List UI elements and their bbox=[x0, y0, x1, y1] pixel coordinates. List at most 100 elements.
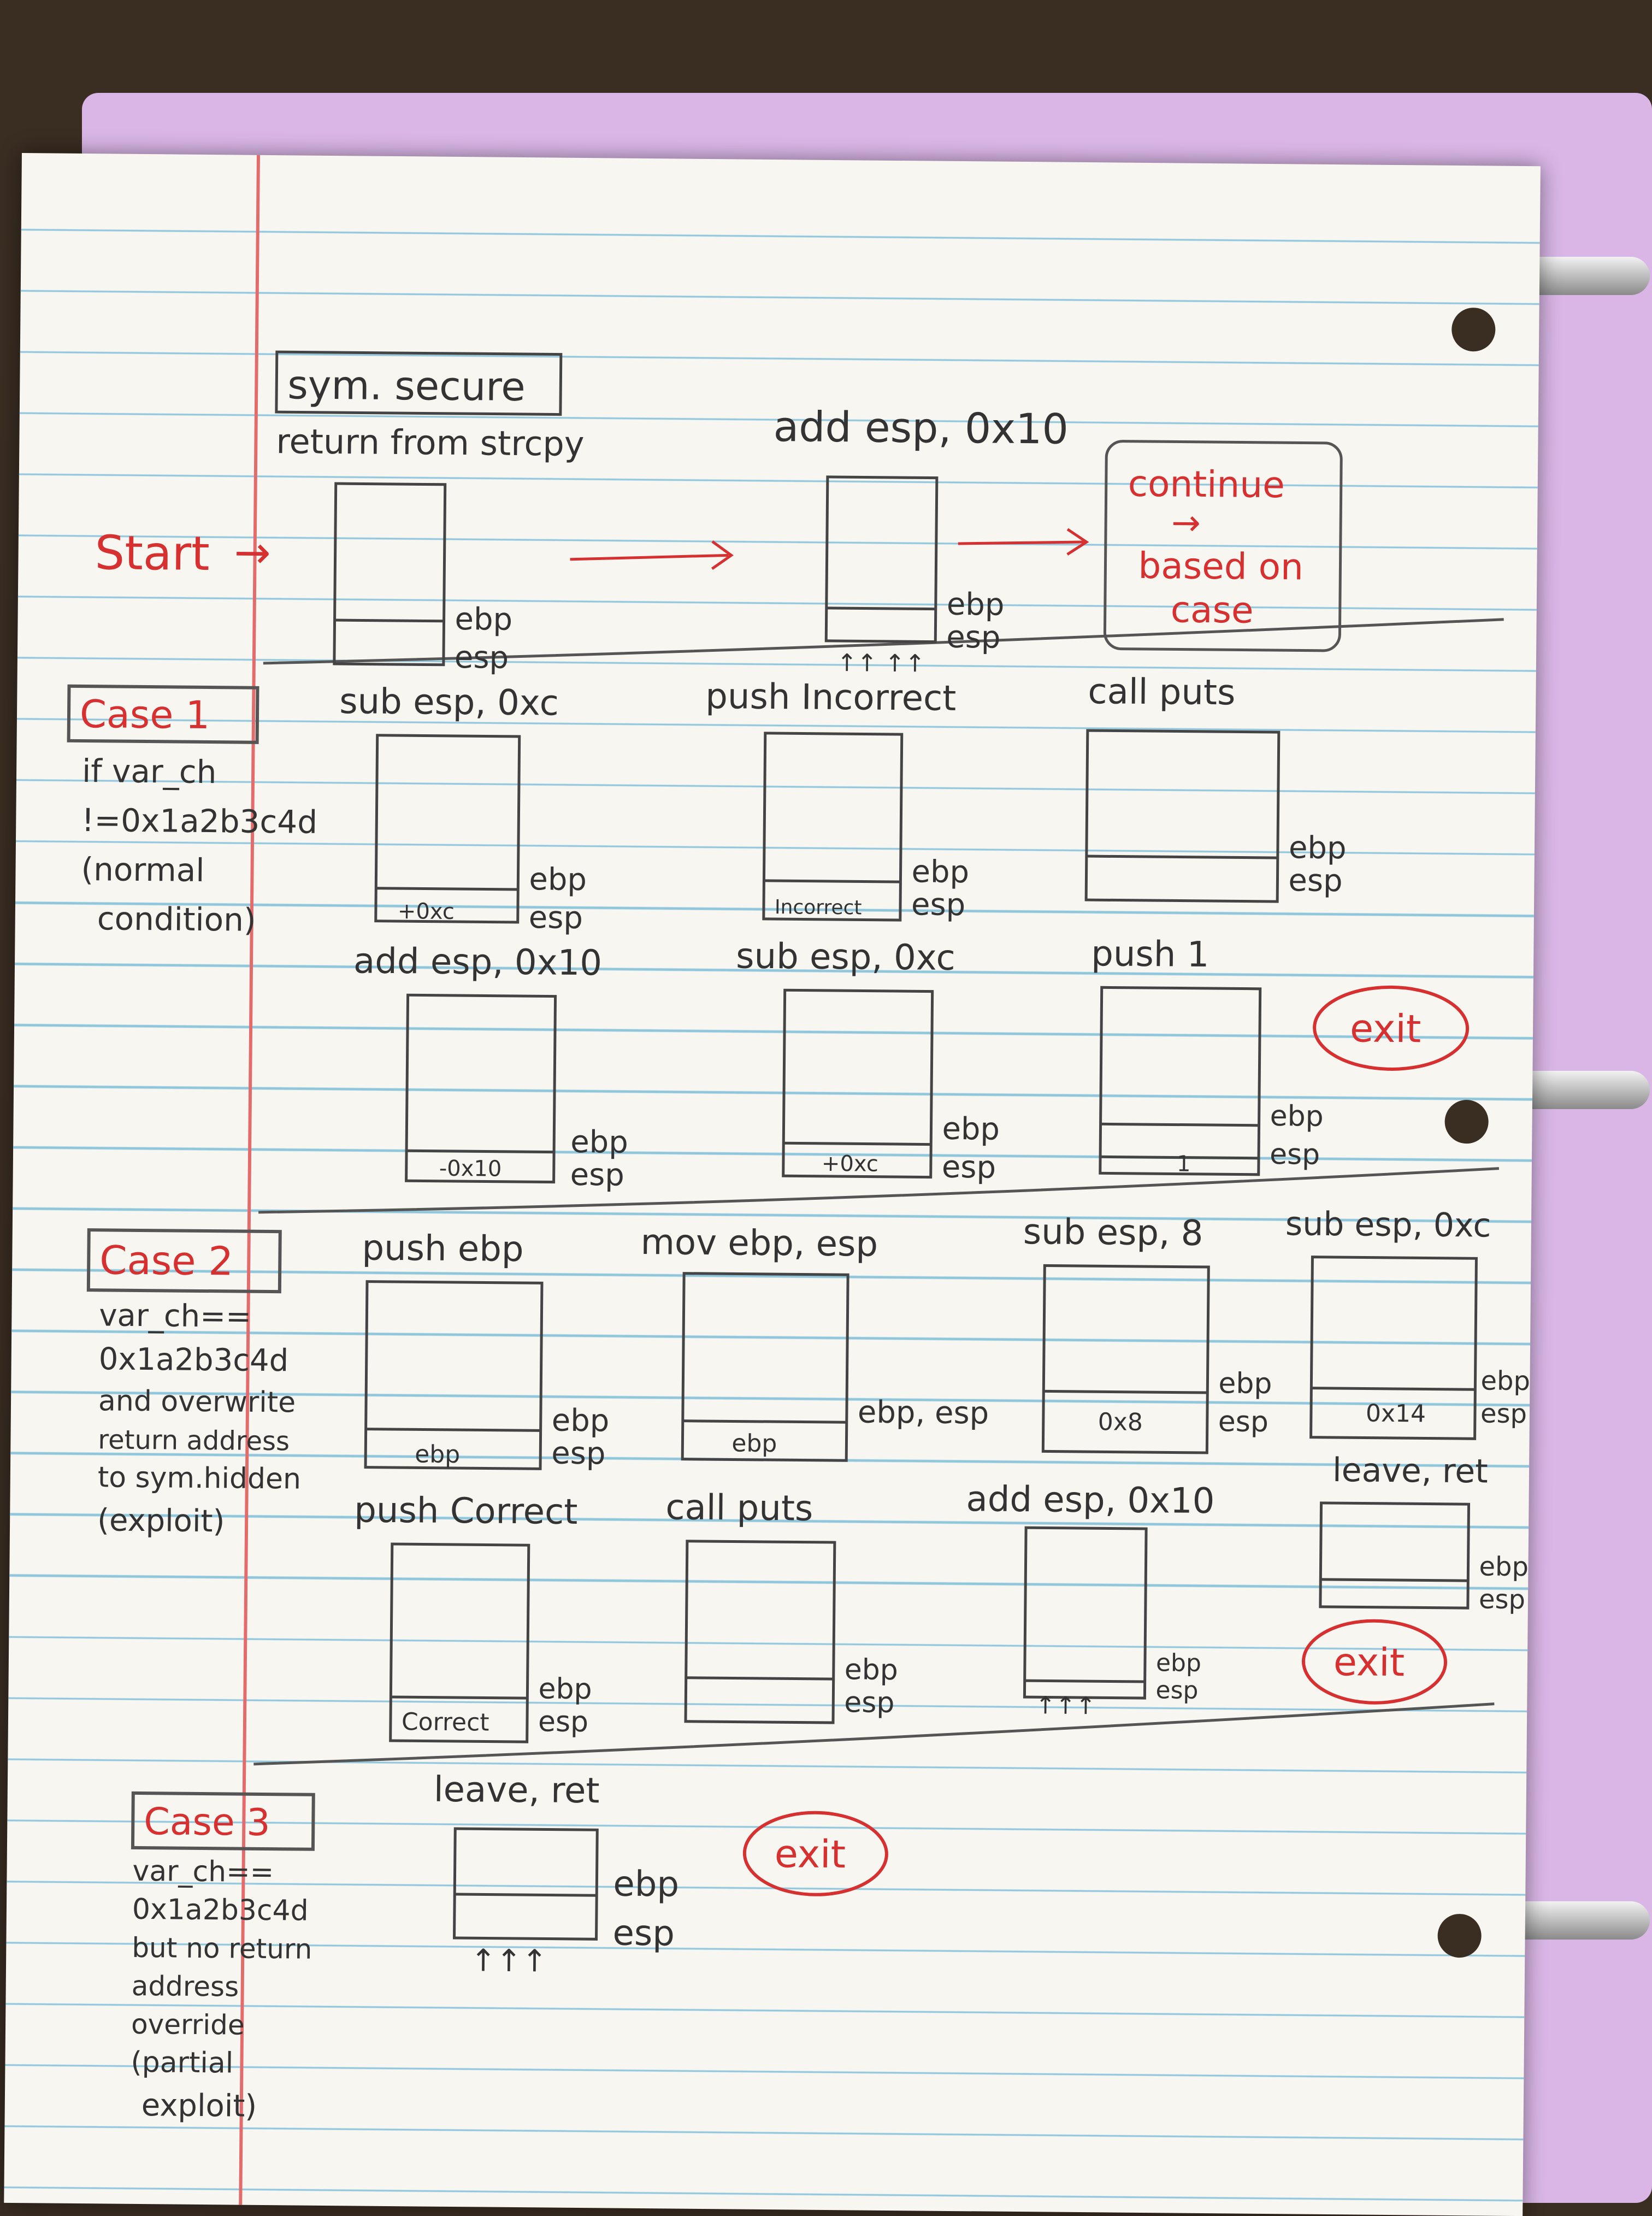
case-title: Case 3 bbox=[144, 1800, 270, 1844]
ebp-label: ebp bbox=[947, 587, 1005, 623]
step-label: call puts bbox=[665, 1487, 813, 1529]
step-label: add esp, 0x10 bbox=[966, 1479, 1215, 1522]
case-desc: (partial bbox=[131, 2046, 233, 2080]
case-desc: !=0x1a2b3c4d bbox=[81, 801, 317, 841]
esp-label: esp bbox=[1480, 1398, 1527, 1429]
continue-text: continue bbox=[1128, 463, 1285, 506]
stack-frame bbox=[762, 732, 904, 922]
stack-frame bbox=[1041, 1264, 1210, 1454]
stack-cell: +0xc bbox=[398, 899, 455, 924]
cell-marker bbox=[1100, 1155, 1259, 1160]
esp-label: esp bbox=[1270, 1138, 1320, 1171]
stack-cell: Correct bbox=[402, 1708, 489, 1736]
stack-frame bbox=[405, 993, 557, 1184]
continue-text: case bbox=[1170, 588, 1253, 631]
ebp-label: ebp bbox=[570, 1124, 628, 1160]
step-label: push ebp bbox=[362, 1228, 524, 1270]
case-desc: exploit) bbox=[141, 2088, 257, 2124]
ebp-label: ebp bbox=[942, 1111, 1000, 1147]
step-label: leave, ret bbox=[434, 1770, 600, 1812]
ebp-label: ebp bbox=[1270, 1100, 1324, 1133]
stack-cell: Incorrect bbox=[775, 896, 862, 919]
ebp-marker bbox=[826, 606, 936, 611]
case-desc: address bbox=[131, 1970, 239, 2003]
esp-label: esp bbox=[529, 900, 583, 936]
esp-label: esp bbox=[942, 1150, 996, 1186]
case-desc: (normal bbox=[81, 851, 204, 889]
ebp-marker bbox=[1320, 1578, 1468, 1582]
step-label: push Incorrect bbox=[705, 676, 957, 719]
ebp-marker bbox=[406, 1149, 554, 1154]
esp-label: esp bbox=[946, 620, 1001, 656]
case-desc: (exploit) bbox=[97, 1502, 225, 1539]
ebp-label: ebp bbox=[455, 602, 512, 638]
step-label: sub esp, 8 bbox=[1023, 1212, 1203, 1254]
case-box bbox=[67, 684, 259, 744]
ebp-label: ebp bbox=[1156, 1649, 1201, 1677]
flow-arrow bbox=[570, 553, 729, 561]
notebook-page: sym. secure return from strcpy Start → e… bbox=[4, 153, 1541, 2216]
case-desc: var_ch== bbox=[132, 1855, 274, 1889]
ebp-label: ebp bbox=[845, 1653, 899, 1687]
step-label: sub esp, 0xc bbox=[339, 681, 559, 724]
case-title: Case 1 bbox=[80, 692, 210, 738]
ebp-marker bbox=[1086, 854, 1278, 859]
stack-frame bbox=[389, 1542, 530, 1743]
ebp-marker bbox=[376, 887, 518, 891]
flow-arrowhead bbox=[711, 540, 734, 570]
continue-text: based on bbox=[1138, 545, 1303, 588]
ebp-marker bbox=[686, 1676, 834, 1681]
step-label: add esp, 0x10 bbox=[773, 402, 1069, 453]
esp-label: esp bbox=[1218, 1405, 1269, 1439]
ebp-marker bbox=[365, 1428, 541, 1432]
stack-frame bbox=[824, 475, 939, 644]
section-divider bbox=[258, 1167, 1500, 1214]
continue-arrow: → bbox=[1171, 503, 1201, 543]
esp-label: esp bbox=[844, 1686, 895, 1719]
esp-label: esp bbox=[1155, 1676, 1198, 1705]
stack-frame bbox=[364, 1280, 544, 1470]
ebp-label: ebp bbox=[538, 1672, 592, 1706]
stack-frame bbox=[452, 1827, 599, 1941]
stack-cell: -0x10 bbox=[439, 1156, 502, 1182]
stack-frame bbox=[1319, 1501, 1471, 1610]
ebp-label: ebp bbox=[911, 854, 969, 890]
stack-cell: 1 bbox=[1177, 1152, 1191, 1177]
stack-frame bbox=[684, 1540, 836, 1724]
flow-arrowhead bbox=[1066, 528, 1089, 556]
ebp-label: ebp bbox=[1218, 1367, 1272, 1400]
case-desc: override bbox=[131, 2008, 245, 2041]
step-label: call puts bbox=[1088, 671, 1236, 713]
case-desc: condition) bbox=[97, 900, 256, 939]
step-label: sub esp, 0xc bbox=[1285, 1205, 1491, 1245]
step-label: push Correct bbox=[354, 1490, 578, 1533]
step-label: leave, ret bbox=[1332, 1451, 1488, 1490]
case-desc: 0x1a2b3c4d bbox=[98, 1341, 288, 1378]
pop-arrows: ↑↑↑ bbox=[470, 1943, 547, 1979]
exit-circle bbox=[1301, 1619, 1447, 1705]
exit-label: exit bbox=[1350, 1006, 1421, 1051]
case-desc: return address bbox=[98, 1424, 290, 1457]
stack-frame bbox=[374, 734, 521, 924]
pop-arrows: ↑↑ ↑↑ bbox=[837, 649, 925, 677]
esp-label: esp bbox=[455, 640, 509, 676]
exit-circle bbox=[742, 1811, 888, 1896]
flow-arrow bbox=[958, 540, 1084, 545]
step-label: sub esp, 0xc bbox=[736, 936, 955, 979]
stack-cell: ebp bbox=[731, 1429, 777, 1458]
esp-label: esp bbox=[538, 1705, 589, 1738]
stack-cell: 0x8 bbox=[1098, 1408, 1143, 1436]
exit-circle bbox=[1313, 985, 1470, 1071]
esp-label: esp bbox=[1479, 1584, 1526, 1615]
case-box bbox=[86, 1228, 282, 1294]
ebp-marker bbox=[1100, 1122, 1259, 1127]
function-box bbox=[275, 350, 563, 416]
ebp-marker bbox=[1024, 1679, 1145, 1683]
esp-label: esp bbox=[551, 1436, 606, 1472]
case-desc: but no return bbox=[132, 1932, 312, 1965]
stack-frame bbox=[1023, 1526, 1148, 1700]
case-desc: 0x1a2b3c4d bbox=[132, 1893, 309, 1928]
section-divider bbox=[253, 1702, 1495, 1766]
ebp-marker bbox=[334, 618, 444, 623]
ebp-label: ebp bbox=[613, 1864, 679, 1905]
